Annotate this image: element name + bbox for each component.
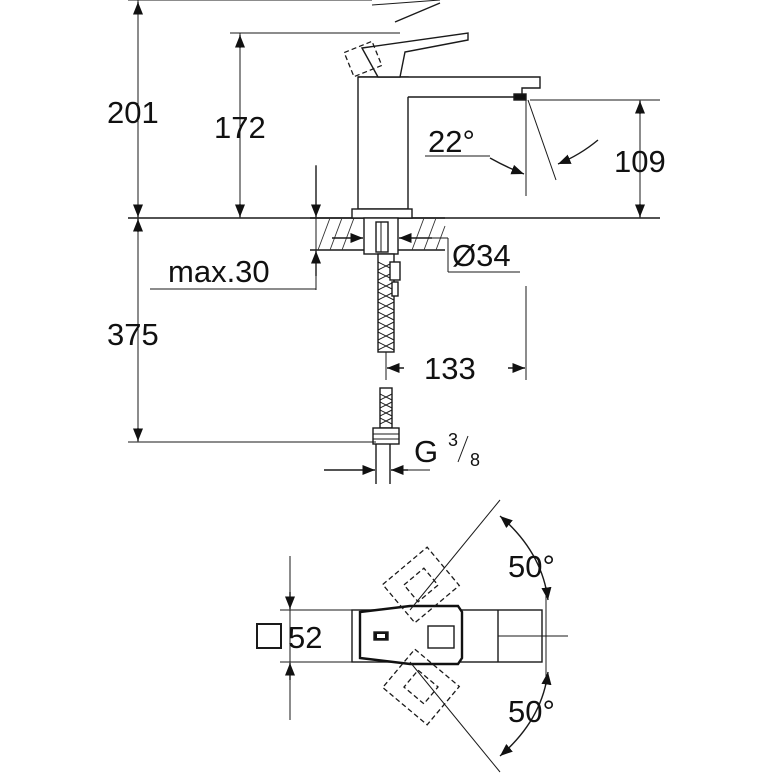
- dim-22-label: 22°: [428, 124, 475, 159]
- dim-133: [385, 286, 527, 380]
- dim-109-label: 109: [614, 144, 666, 179]
- dim-201-label: 201: [107, 95, 159, 130]
- rotation-lower-label: 50°: [508, 694, 555, 729]
- mounting-shank: [363, 217, 399, 255]
- dim-22-angle: [425, 99, 599, 196]
- dim-172: [230, 32, 400, 218]
- arc-lower-50: [499, 671, 552, 757]
- square-symbol-icon: [256, 623, 282, 649]
- supply-hose: [372, 253, 401, 484]
- handle-rotated-lower: [381, 648, 461, 726]
- dim-109: [530, 99, 660, 218]
- dim-thread-numerator: 3: [448, 430, 458, 450]
- dim-375: [128, 218, 376, 443]
- dim-52-label: 52: [288, 620, 322, 655]
- dim-hole-diameter: [332, 232, 520, 273]
- dim-max30-label: max.30: [168, 254, 270, 289]
- top-view: 50° 50° 52: [256, 499, 568, 773]
- dim-172-label: 172: [214, 110, 266, 145]
- dim-133-label: 133: [424, 351, 476, 386]
- dim-52: [256, 556, 352, 720]
- side-view: 201 172 109 22°: [107, 0, 666, 484]
- dim-201: [128, 0, 372, 218]
- arc-upper-50: [499, 515, 552, 601]
- dim-thread-letter: G: [414, 434, 438, 469]
- dim-thread-denominator: 8: [470, 450, 480, 470]
- dim-max30: [150, 165, 322, 290]
- handle-rotated-upper: [381, 546, 461, 624]
- faucet-body: [343, 0, 541, 219]
- dim-hole-diameter-label: Ø34: [452, 238, 511, 273]
- dim-375-label: 375: [107, 317, 159, 352]
- top-handle: [358, 604, 464, 666]
- dim-thread-slash: [457, 435, 469, 463]
- rotation-upper-label: 50°: [508, 549, 555, 584]
